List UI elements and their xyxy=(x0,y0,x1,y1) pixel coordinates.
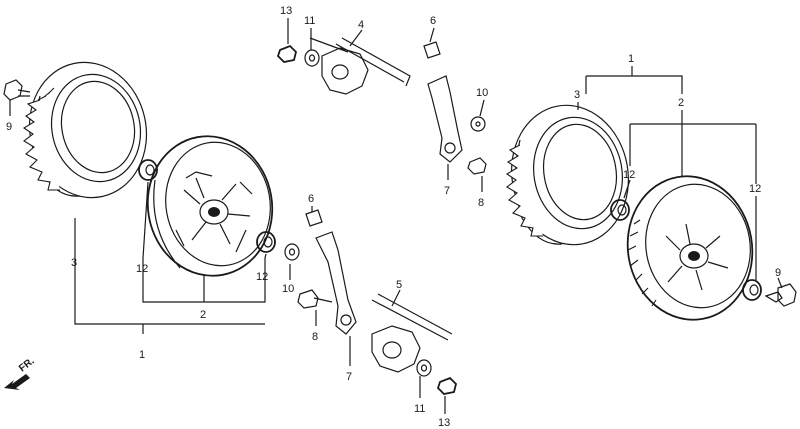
callout-13-bottom: 13 xyxy=(438,417,450,429)
right-bolt xyxy=(764,283,797,307)
leader-lines xyxy=(9,18,783,414)
callout-13-top: 13 xyxy=(280,5,292,17)
callout-5: 5 xyxy=(396,279,402,291)
callout-1-left: 1 xyxy=(139,349,145,361)
upper-washer-11 xyxy=(304,49,320,67)
upper-clip-6 xyxy=(423,41,441,59)
left-bearing-inner xyxy=(138,159,158,181)
callout-7-top: 7 xyxy=(444,185,450,197)
callout-9-right: 9 xyxy=(775,267,781,279)
upper-washer-10 xyxy=(470,116,486,132)
callout-9-left: 9 xyxy=(6,121,12,133)
right-wheel xyxy=(626,175,754,321)
callout-12-right-b: 12 xyxy=(749,183,761,195)
left-bolt xyxy=(3,79,31,101)
callout-12-left-b: 12 xyxy=(256,271,268,283)
upper-arm-7 xyxy=(427,75,463,163)
left-wheel xyxy=(146,135,274,277)
right-bearing-inner xyxy=(610,199,630,221)
front-direction-arrow: FR. xyxy=(4,356,37,390)
callout-10-bottom: 10 xyxy=(282,283,294,295)
left-bearing-outer xyxy=(256,231,276,253)
callout-12-right-a: 12 xyxy=(623,169,635,181)
callout-2-right: 2 xyxy=(678,97,684,109)
upper-bolt-8 xyxy=(467,157,487,175)
callout-6-bottom: 6 xyxy=(308,193,314,205)
left-tire xyxy=(22,61,148,199)
right-tire xyxy=(505,104,629,246)
callout-7-bottom: 7 xyxy=(346,371,352,383)
lower-washer-11 xyxy=(416,359,432,377)
upper-axle-bracket xyxy=(309,37,411,95)
callout-4: 4 xyxy=(358,19,364,31)
callout-labels: 1 1 2 2 3 3 4 5 6 6 7 7 8 8 9 9 10 10 11… xyxy=(6,5,781,429)
callout-3-right: 3 xyxy=(574,89,580,101)
callout-3-left: 3 xyxy=(71,257,77,269)
lower-bolt-8 xyxy=(297,289,333,309)
callout-6-top: 6 xyxy=(430,15,436,27)
lower-washer-10 xyxy=(284,243,300,261)
callout-1-right: 1 xyxy=(628,53,634,65)
callout-10-top: 10 xyxy=(476,87,488,99)
callout-11-bottom: 11 xyxy=(414,403,425,415)
upper-nut-13 xyxy=(276,44,297,63)
lower-axle-bracket xyxy=(371,293,453,373)
callout-8-top: 8 xyxy=(478,197,484,209)
callout-12-left-a: 12 xyxy=(136,263,148,275)
direction-label: FR. xyxy=(17,356,37,375)
callout-2-left: 2 xyxy=(200,309,206,321)
lower-clip-6 xyxy=(305,209,323,227)
lower-nut-13 xyxy=(436,376,457,395)
lower-arm-7 xyxy=(315,231,357,335)
right-bearing-outer xyxy=(742,279,762,301)
callout-8-bottom: 8 xyxy=(312,331,318,343)
callout-11-top: 11 xyxy=(304,15,315,27)
